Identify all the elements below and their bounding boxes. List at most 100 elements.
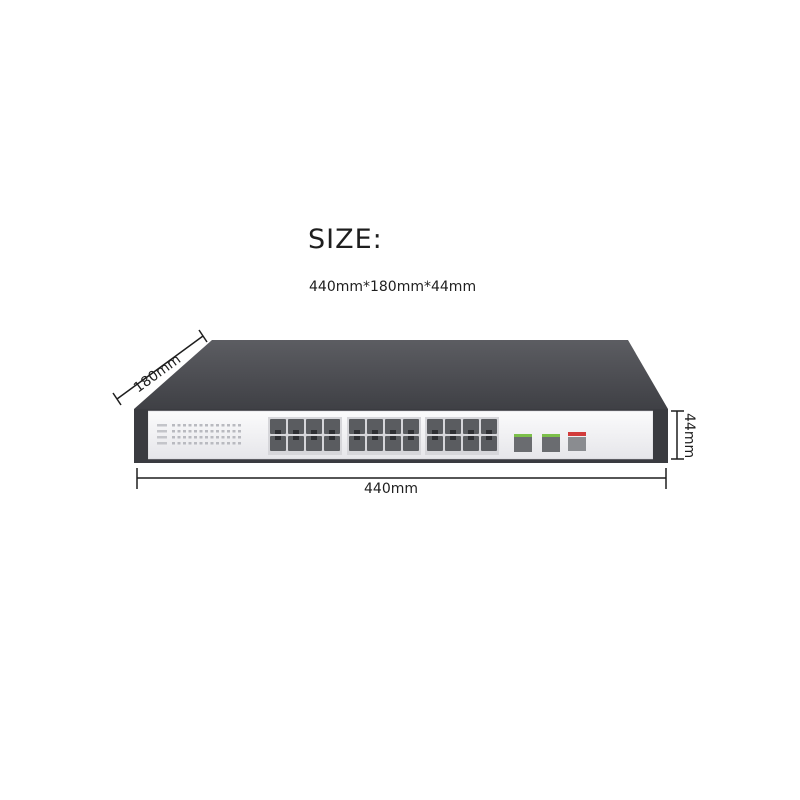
- rj45-latch: [468, 430, 474, 434]
- rj45-port: [403, 419, 419, 434]
- status-led: [188, 436, 192, 439]
- status-led: [199, 442, 203, 445]
- status-led: [183, 424, 186, 427]
- rj45-latch: [468, 436, 474, 440]
- rj45-latch: [311, 436, 317, 440]
- rj45-port: [463, 436, 479, 451]
- status-led: [177, 424, 181, 427]
- left-ear: [134, 409, 148, 463]
- rj45-port: [306, 419, 322, 434]
- status-led: [199, 430, 203, 433]
- size-heading: SIZE:: [308, 224, 383, 255]
- rj45-port: [427, 419, 443, 434]
- status-led: [205, 424, 208, 427]
- depth-dimension-line: [116, 335, 204, 400]
- rj45-latch: [329, 436, 335, 440]
- console-port-block: [568, 432, 586, 451]
- rj45-port: [349, 419, 365, 434]
- status-led: [194, 430, 197, 433]
- sfp-port: [542, 435, 560, 452]
- sfp-accent: [514, 434, 532, 437]
- status-led: [221, 424, 225, 427]
- console-port: [568, 437, 586, 451]
- status-led: [177, 436, 181, 439]
- depth-tick: [198, 329, 208, 343]
- status-led: [172, 442, 175, 445]
- rj45-port: [367, 419, 383, 434]
- status-led: [205, 442, 208, 445]
- sfp-port: [514, 435, 532, 452]
- status-led: [232, 424, 236, 427]
- rj45-latch: [486, 436, 492, 440]
- rj45-latch: [372, 436, 378, 440]
- sfp-port-block: [514, 434, 560, 452]
- rj45-latch: [408, 436, 414, 440]
- rj45-port: [270, 419, 286, 434]
- status-led: [205, 436, 208, 439]
- rj45-port: [367, 436, 383, 451]
- rj45-latch: [293, 436, 299, 440]
- status-led: [183, 436, 186, 439]
- rj45-port: [463, 419, 479, 434]
- rj45-port: [324, 419, 340, 434]
- rj45-latch: [354, 436, 360, 440]
- led-row-label: [157, 442, 167, 445]
- rj45-latch: [293, 430, 299, 434]
- status-led: [227, 424, 230, 427]
- status-led: [238, 430, 241, 433]
- rj45-latch: [275, 430, 281, 434]
- rj45-latch: [390, 430, 396, 434]
- rj45-port: [385, 419, 401, 434]
- led-row-label: [157, 424, 167, 427]
- status-led: [210, 436, 214, 439]
- chassis-top: [134, 340, 668, 409]
- width-label: 440mm: [364, 481, 418, 497]
- status-led: [188, 442, 192, 445]
- status-led: [227, 430, 230, 433]
- status-led: [216, 430, 219, 433]
- status-led: [232, 430, 236, 433]
- status-led: [216, 424, 219, 427]
- status-led: [216, 436, 219, 439]
- rj45-latch: [450, 430, 456, 434]
- status-led: [238, 442, 241, 445]
- rj45-latch: [275, 436, 281, 440]
- console-label: [568, 432, 586, 436]
- status-led: [188, 424, 192, 427]
- rj45-port: [481, 419, 497, 434]
- status-led: [210, 424, 214, 427]
- status-led: [205, 430, 208, 433]
- rj45-latch: [486, 430, 492, 434]
- rj45-latch: [354, 430, 360, 434]
- rj45-port: [481, 436, 497, 451]
- status-led: [188, 430, 192, 433]
- status-led: [183, 442, 186, 445]
- rj45-latch: [432, 436, 438, 440]
- sfp-accent: [542, 434, 560, 437]
- height-label: 44mm: [681, 413, 697, 458]
- rj45-port: [288, 436, 304, 451]
- rj45-port: [270, 436, 286, 451]
- status-led: [172, 424, 175, 427]
- status-led: [227, 442, 230, 445]
- rj45-latch: [329, 430, 335, 434]
- rj45-port-block: [268, 417, 499, 455]
- status-led: [194, 442, 197, 445]
- rj45-port: [306, 436, 322, 451]
- right-ear: [653, 409, 668, 463]
- led-panel: [157, 424, 241, 445]
- status-led: [177, 442, 181, 445]
- depth-tick: [112, 392, 122, 406]
- status-led: [238, 424, 241, 427]
- status-led: [238, 436, 241, 439]
- status-led: [199, 436, 203, 439]
- rj45-latch: [372, 430, 378, 434]
- rj45-port: [403, 436, 419, 451]
- status-led: [199, 424, 203, 427]
- rj45-port: [385, 436, 401, 451]
- status-led: [227, 436, 230, 439]
- rj45-latch: [450, 436, 456, 440]
- rj45-latch: [408, 430, 414, 434]
- status-led: [194, 424, 197, 427]
